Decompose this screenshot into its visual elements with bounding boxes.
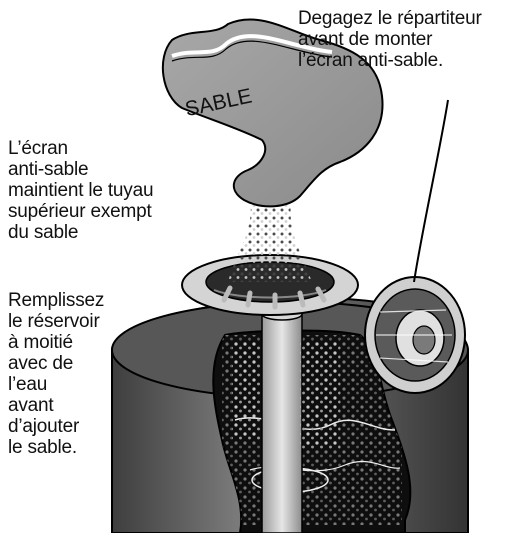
callout-line: l’écran anti-sable.	[298, 50, 482, 71]
callout-line: L’écran	[8, 138, 153, 159]
callout-line: anti-sable	[8, 159, 153, 180]
callout-line: le réservoir	[8, 311, 104, 332]
diffuser	[365, 277, 465, 393]
callout-line: avant de monter	[298, 29, 482, 50]
callout-line: maintient le tuyau	[8, 180, 153, 201]
callout-leader	[414, 100, 448, 282]
callout-line: avec de	[8, 353, 104, 374]
callout-line: Degagez le répartiteur	[298, 8, 482, 29]
callout-line: d’ajouter	[8, 416, 104, 437]
callout-left-middle: L’écran anti-sable maintient le tuyau su…	[8, 138, 153, 243]
callout-left-bottom: Remplissez le réservoir à moitié avec de…	[8, 290, 104, 458]
callout-line: Remplissez	[8, 290, 104, 311]
riser-pipe	[262, 308, 302, 533]
callout-line: supérieur exempt	[8, 201, 153, 222]
callout-top-right: Degagez le répartiteur avant de monter l…	[298, 8, 482, 71]
callout-line: à moitié	[8, 332, 104, 353]
callout-line: avant	[8, 395, 104, 416]
callout-line: le sable.	[8, 437, 104, 458]
callout-line: l’eau	[8, 374, 104, 395]
callout-line: du sable	[8, 222, 153, 243]
